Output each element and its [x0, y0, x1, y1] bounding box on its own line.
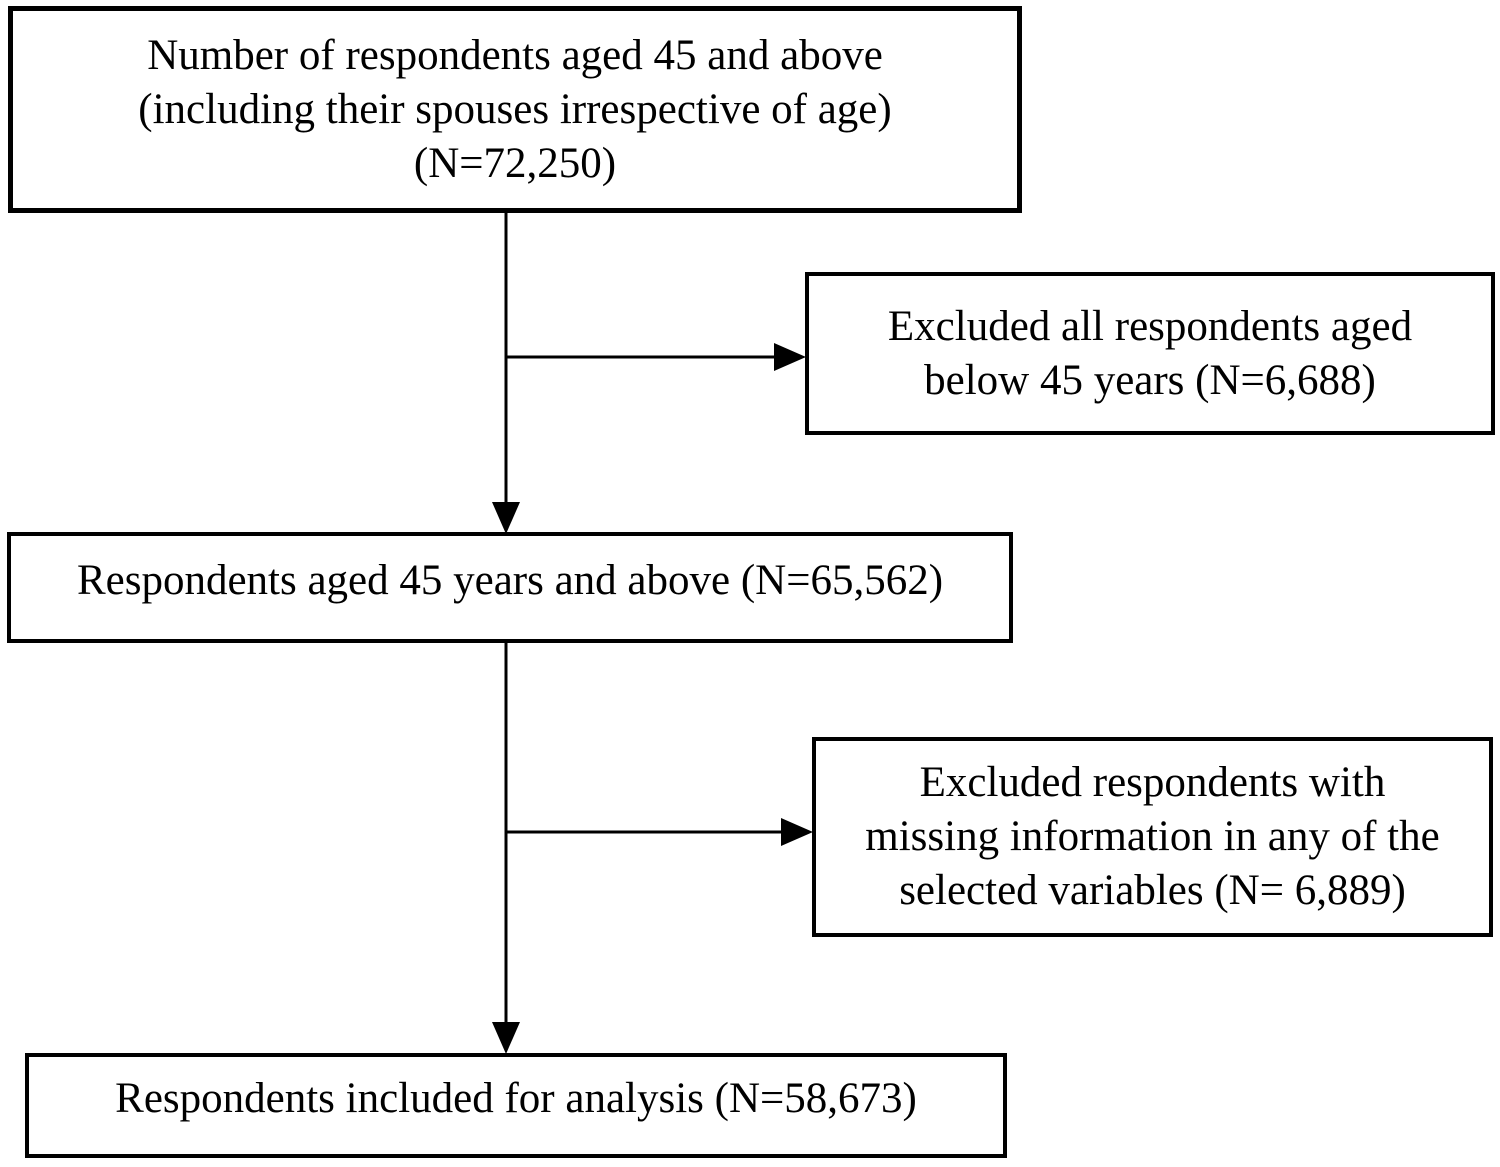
box-text-line: (N=72,250) — [413, 139, 617, 187]
arrowhead-right-to-excluded-below45 — [774, 343, 806, 371]
box-text-line: Excluded respondents with — [919, 759, 1386, 806]
box-included-for-analysis: Respondents included for analysis (N=58,… — [25, 1053, 1007, 1158]
box-text-line: (including their spouses irrespective of… — [138, 85, 892, 133]
arrowhead-down-to-aged45 — [492, 502, 520, 534]
arrowhead-right-to-excluded-missing — [781, 818, 813, 846]
box-text-line: missing information in any of the — [865, 813, 1440, 860]
box-text-line: below 45 years (N=6,688) — [924, 356, 1376, 404]
box-aged-45-and-above: Respondents aged 45 years and above (N=6… — [7, 532, 1013, 643]
box-text-line: Respondents included for analysis (N=58,… — [115, 1074, 917, 1122]
box-text-line: Number of respondents aged 45 and above — [147, 31, 883, 79]
box-excluded-missing-info: Excluded respondents with missing inform… — [812, 737, 1493, 937]
box-text-line: Excluded all respondents aged — [887, 302, 1413, 350]
arrowhead-down-to-analysis — [492, 1022, 520, 1054]
box-text-line: selected variables (N= 6,889) — [899, 867, 1406, 914]
box-total-respondents: Number of respondents aged 45 and above … — [8, 6, 1022, 213]
box-text-line: Respondents aged 45 years and above (N=6… — [76, 556, 944, 604]
box-excluded-below-45: Excluded all respondents aged below 45 y… — [805, 272, 1495, 435]
